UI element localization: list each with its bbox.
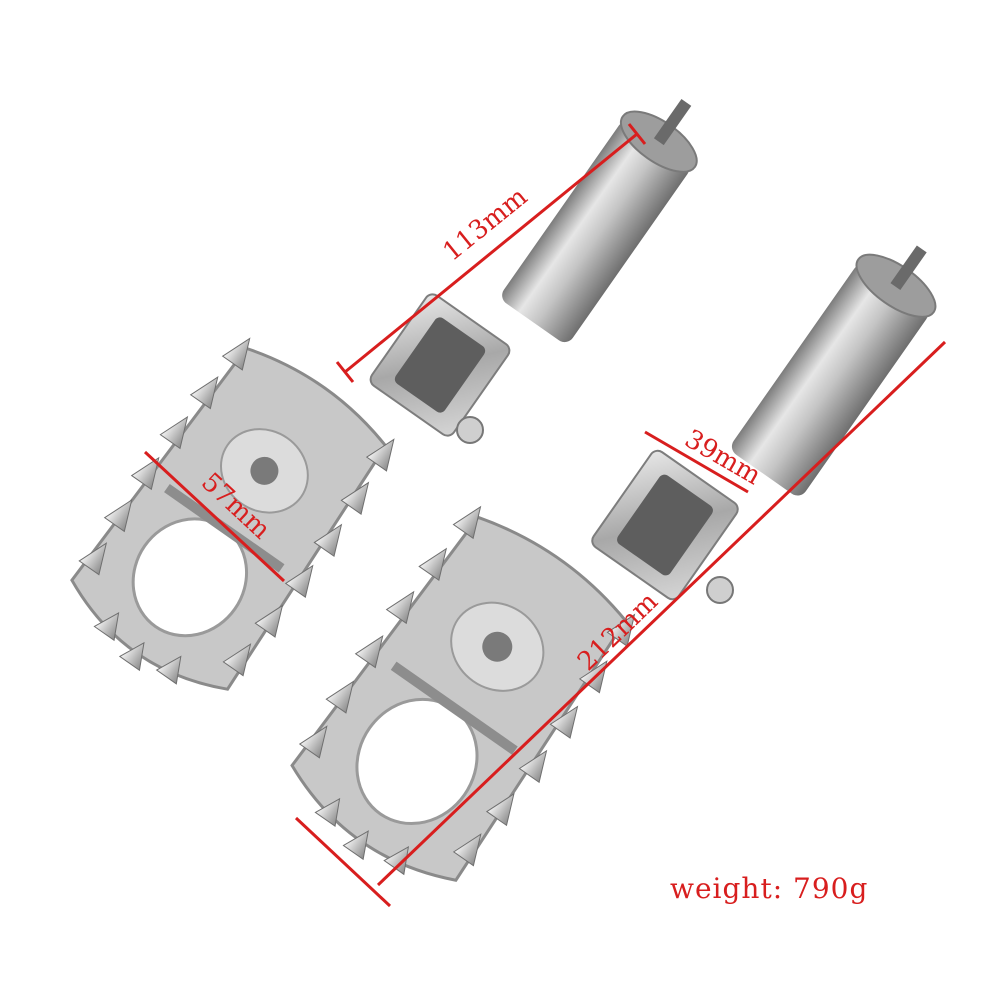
right-bolt <box>890 245 927 291</box>
weight-caption: weight: 790g <box>670 872 869 905</box>
left-footpeg <box>70 98 698 691</box>
left-pin-head <box>456 416 484 444</box>
left-tube <box>502 121 690 343</box>
dim-label-113: 113mm <box>438 182 534 268</box>
right-footpeg <box>290 245 937 882</box>
dim-line-212 <box>376 340 947 887</box>
right-tube <box>731 264 929 496</box>
dim-line-57 <box>143 450 286 583</box>
dimension-lines <box>143 123 947 908</box>
dim-line-39 <box>644 430 749 494</box>
left-bolt <box>653 98 692 146</box>
dim-line-113 <box>344 132 638 374</box>
right-pin-head <box>706 576 734 604</box>
